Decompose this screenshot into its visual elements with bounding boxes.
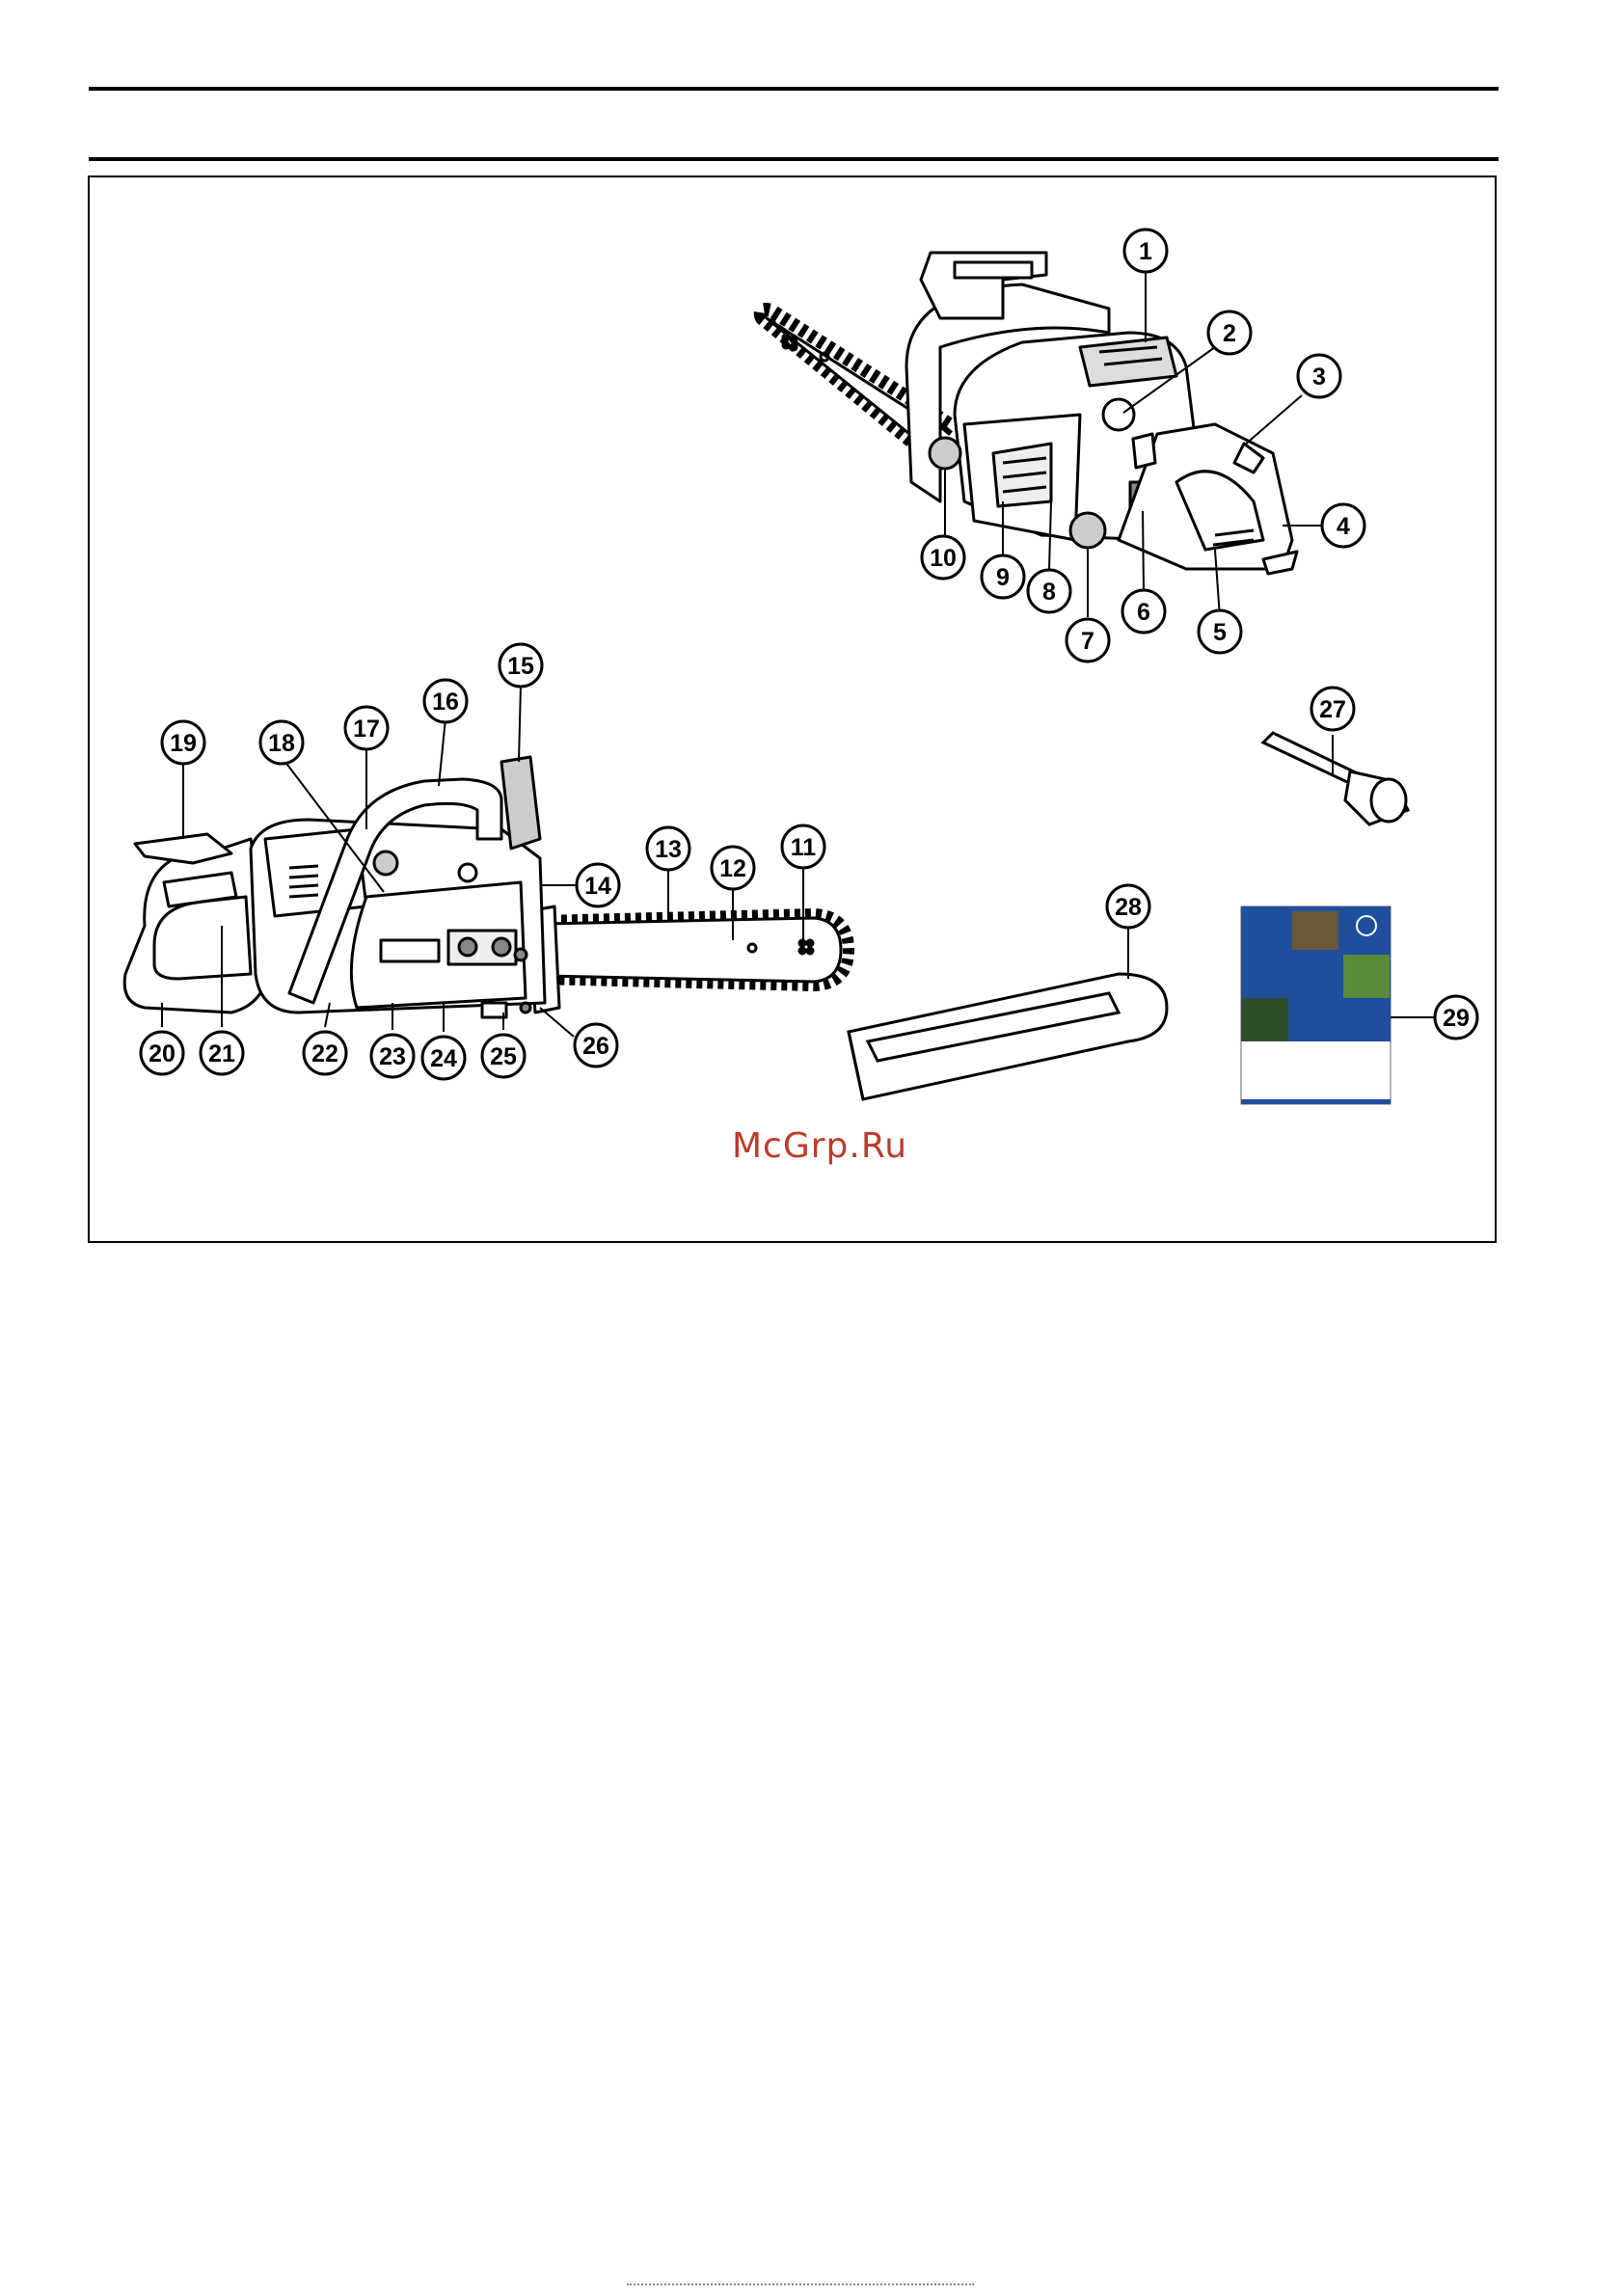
callout-number: 17 (353, 716, 380, 743)
callout-12: 12 (712, 847, 754, 889)
callout-number: 21 (208, 1040, 235, 1067)
callout-6: 6 (1122, 590, 1165, 633)
chainsaw-perspective-view (761, 253, 1297, 574)
callout-number: 9 (996, 564, 1010, 591)
callout-16: 16 (424, 680, 467, 722)
callout-number: 18 (268, 730, 295, 757)
callout-number: 4 (1337, 513, 1350, 540)
combination-spanner (1263, 733, 1408, 824)
callout-number: 8 (1042, 579, 1056, 606)
callout-17: 17 (345, 707, 388, 749)
callout-number: 19 (170, 730, 197, 757)
callout-22: 22 (304, 1032, 346, 1074)
callout-number: 11 (791, 834, 817, 861)
callout-18: 18 (260, 721, 303, 764)
callout-number: 13 (655, 836, 682, 863)
footer-scan-strip (627, 2283, 974, 2291)
callout-number: 10 (930, 545, 957, 572)
callout-number: 2 (1223, 320, 1236, 347)
callout-number: 5 (1213, 619, 1227, 646)
callout-23: 23 (371, 1035, 414, 1077)
callout-number: 7 (1081, 628, 1094, 655)
callout-27: 27 (1311, 688, 1354, 730)
callout-2: 2 (1208, 311, 1251, 354)
callout-25: 25 (482, 1035, 525, 1077)
callout-number: 23 (379, 1043, 406, 1070)
callout-number: 12 (719, 855, 746, 882)
callout-14: 14 (577, 864, 619, 906)
callout-10: 10 (922, 536, 964, 579)
callout-15: 15 (500, 644, 542, 687)
callout-5: 5 (1199, 610, 1241, 653)
callout-number: 26 (582, 1033, 609, 1060)
callout-11: 11 (782, 825, 824, 868)
callout-number: 27 (1319, 696, 1346, 723)
callout-19: 19 (162, 721, 204, 764)
callout-1: 1 (1124, 230, 1167, 272)
callout-number: 28 (1115, 894, 1142, 921)
watermark-text: McGrp.Ru (675, 1126, 964, 1166)
callout-7: 7 (1067, 619, 1109, 662)
callout-number: 24 (430, 1045, 457, 1072)
callout-9: 9 (982, 555, 1024, 598)
callout-29: 29 (1435, 996, 1477, 1039)
callout-number: 22 (311, 1040, 338, 1067)
callout-number: 1 (1139, 238, 1152, 265)
callout-13: 13 (647, 827, 689, 870)
callout-3: 3 (1298, 355, 1340, 397)
callout-21: 21 (201, 1032, 243, 1074)
callout-number: 16 (432, 689, 459, 716)
callout-26: 26 (575, 1024, 617, 1067)
guide-bar-cover (849, 974, 1167, 1099)
callout-number: 15 (507, 653, 534, 680)
callout-number: 6 (1137, 599, 1150, 626)
callout-24: 24 (422, 1037, 465, 1079)
callout-number: 25 (490, 1043, 517, 1070)
callout-4: 4 (1322, 504, 1364, 547)
callout-8: 8 (1028, 570, 1070, 612)
callout-20: 20 (141, 1032, 183, 1074)
callout-number: 14 (584, 873, 611, 900)
callout-number: 20 (149, 1040, 176, 1067)
callout-number: 29 (1443, 1005, 1470, 1032)
callout-28: 28 (1107, 885, 1149, 928)
operator-manual (1241, 906, 1391, 1104)
callout-number: 3 (1312, 364, 1326, 391)
